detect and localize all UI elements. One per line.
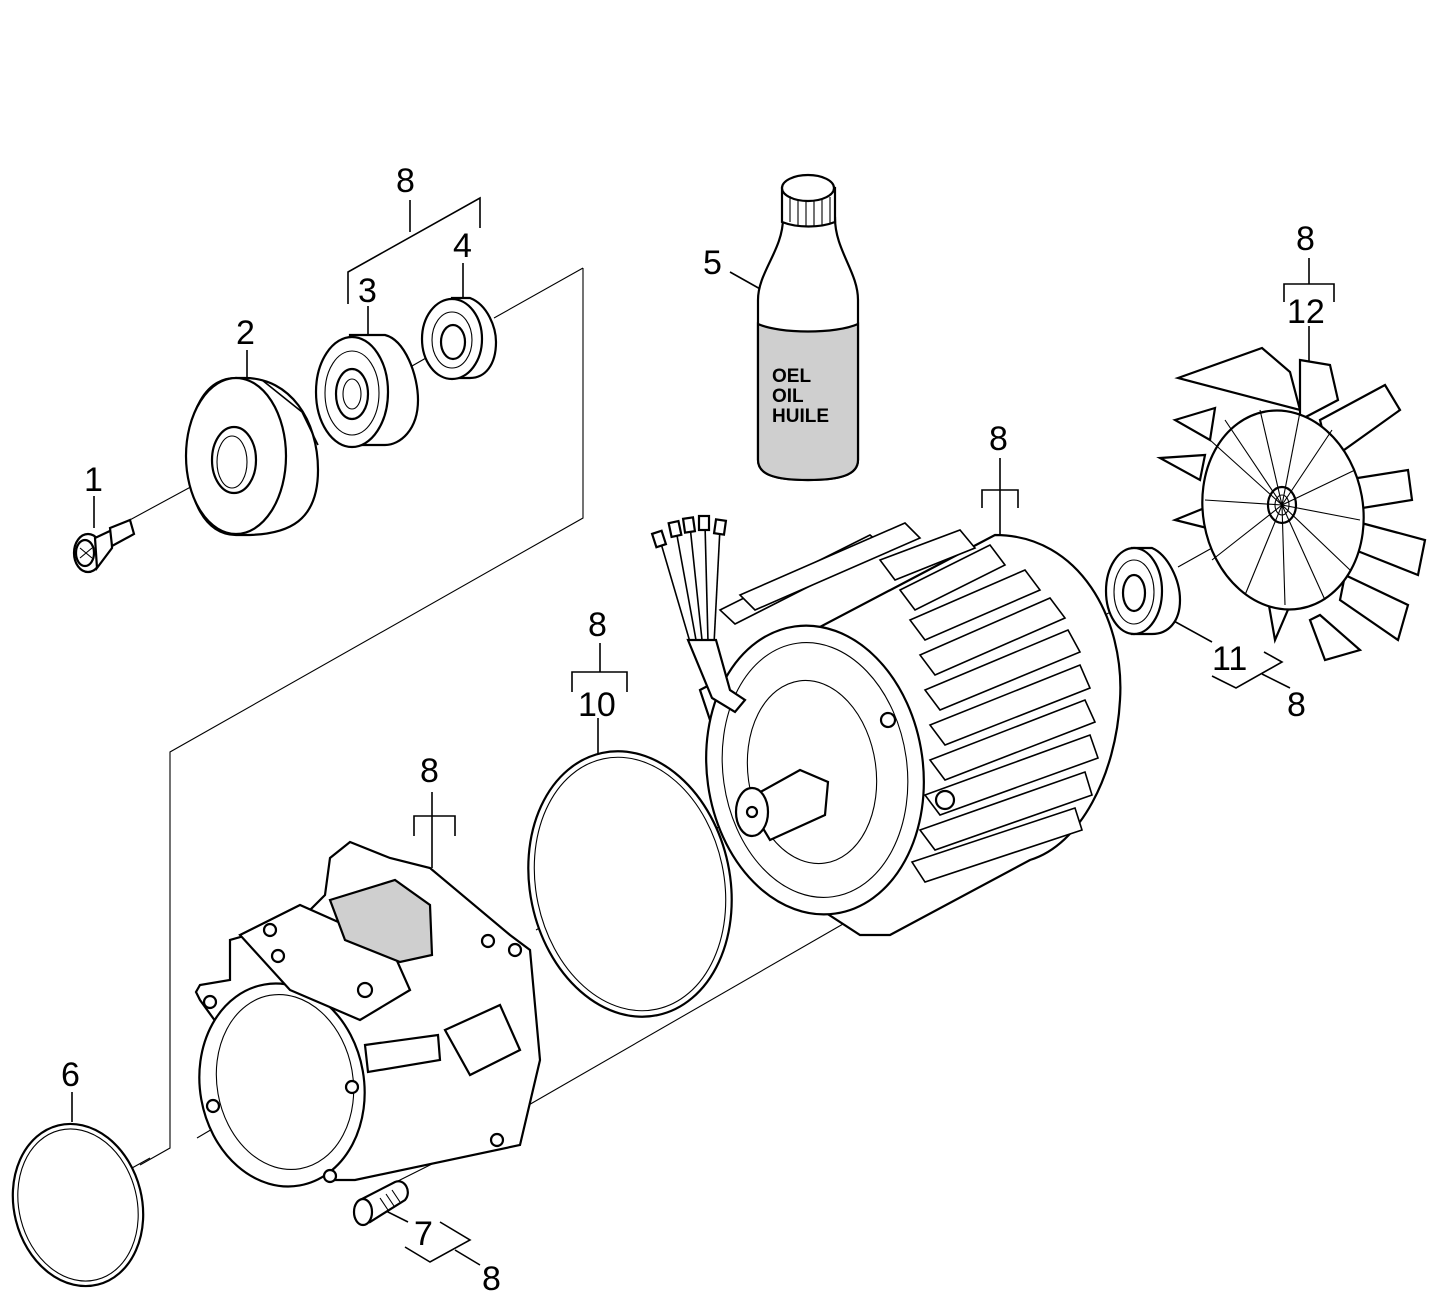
- callout-8-bolt: 8: [482, 1260, 501, 1298]
- oil-label-line-2: OIL: [772, 386, 804, 407]
- large-o-ring-part: [11, 1122, 145, 1288]
- callout-5: 5: [703, 244, 722, 282]
- motor-stator-part: [650, 514, 1122, 937]
- callout-8-o-ring: 8: [588, 606, 607, 644]
- callout-4: 4: [453, 227, 472, 265]
- rear-bearing-part: [1104, 546, 1182, 636]
- callout-1: 1: [84, 461, 103, 499]
- callout-12: 12: [1287, 293, 1325, 331]
- o-ring-part: [527, 750, 733, 1018]
- callout-11: 11: [1212, 640, 1247, 678]
- seal-ring-part: [420, 296, 498, 381]
- callout-8-bearings: 8: [396, 162, 415, 200]
- callout-8-rear-bearing: 8: [1287, 686, 1306, 724]
- callout-8-fan: 8: [1296, 220, 1315, 258]
- screw-part: [72, 518, 136, 574]
- motor-housing-part: [194, 840, 542, 1188]
- callout-7: 7: [414, 1215, 433, 1253]
- callout-6: 6: [61, 1056, 80, 1094]
- callout-3: 3: [358, 272, 377, 310]
- callout-10: 10: [578, 686, 616, 724]
- callout-8-housing: 8: [420, 752, 439, 790]
- oil-bottle-part: OEL OIL HUILE: [756, 173, 860, 482]
- callout-8-motor: 8: [989, 420, 1008, 458]
- bolt-part: [352, 1180, 409, 1227]
- oil-label-line-1: OEL: [772, 366, 811, 387]
- callout-2: 2: [236, 314, 255, 352]
- oil-label-line-3: HUILE: [772, 406, 829, 427]
- fan-part: [1156, 346, 1427, 662]
- callout-leaders: [71, 196, 1335, 1266]
- ball-bearing-part: [314, 333, 420, 449]
- callout-numbers: 8 4 3 2 1 5 8 12 8 8 10 11 8 8 6 7 8: [61, 162, 1325, 1298]
- end-cap-part: [184, 376, 320, 537]
